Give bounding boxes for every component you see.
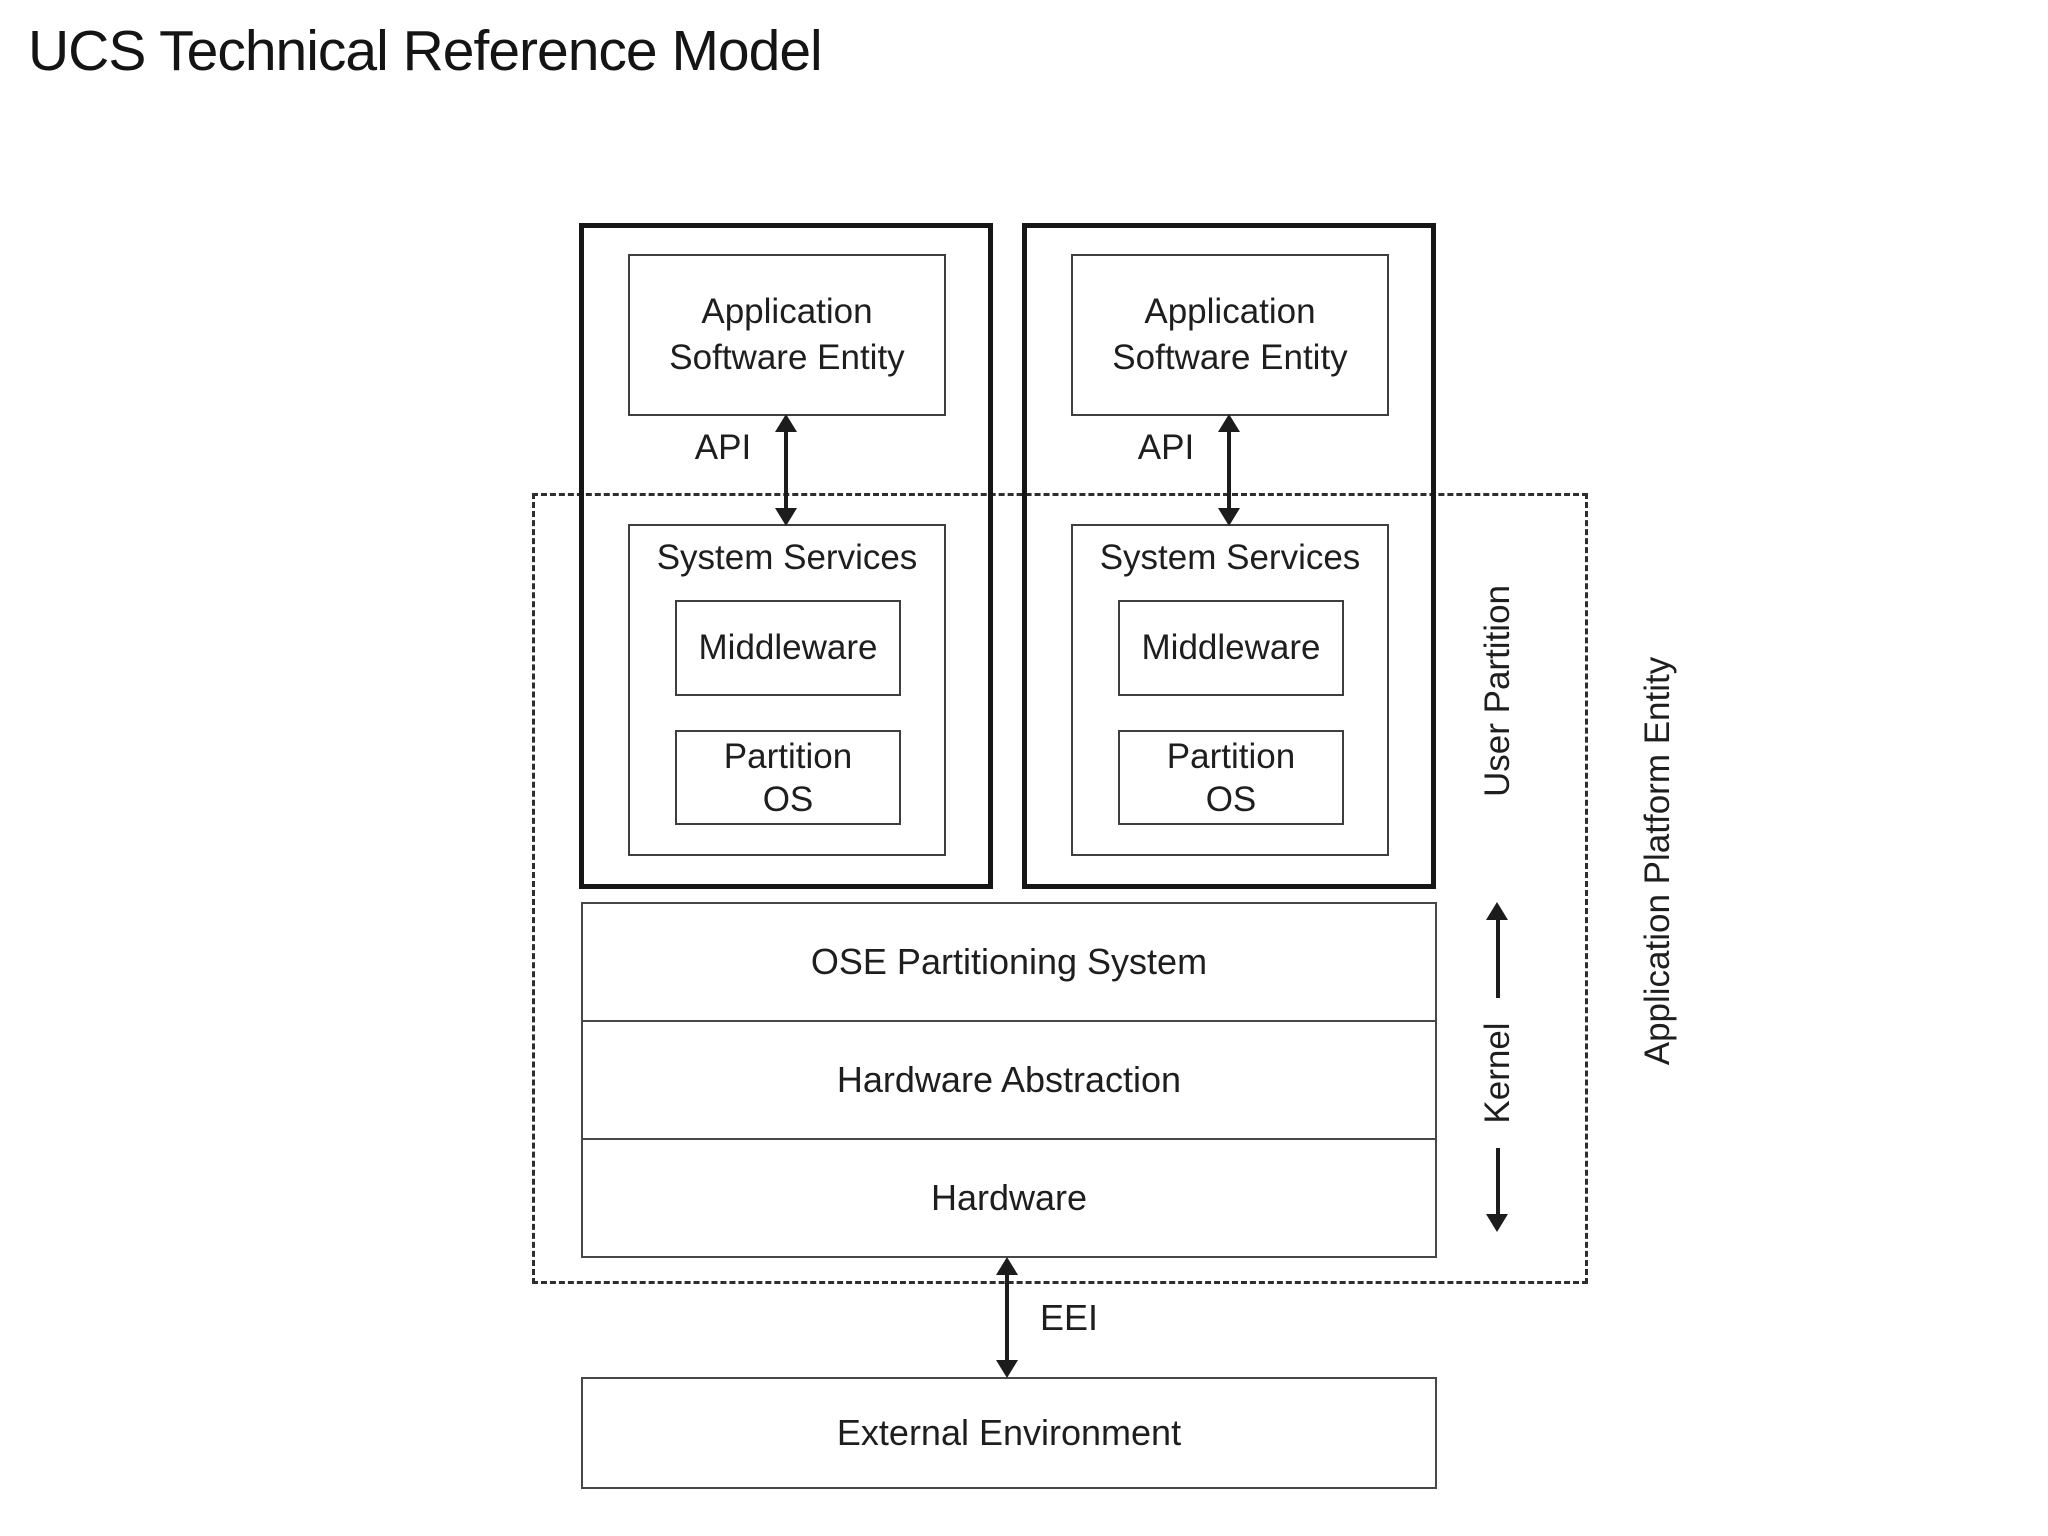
hardware-row: Hardware — [930, 1177, 1088, 1218]
arrowhead-up-icon — [1218, 414, 1240, 432]
external-environment-label: External Environment — [836, 1412, 1182, 1453]
arrowhead-down-icon — [775, 508, 797, 526]
user-partition-column-1: Application Software Entity API System S… — [579, 223, 993, 889]
application-software-entity-box: Application Software Entity — [1071, 254, 1389, 416]
eei-arrow-icon — [995, 1257, 1019, 1378]
middleware-label: Middleware — [1141, 628, 1321, 667]
ose-partitioning-system-row: OSE Partitioning System — [583, 904, 1435, 1022]
arrowhead-up-icon — [775, 414, 797, 432]
kernel-arrowhead-down-icon — [1485, 1214, 1509, 1232]
external-environment-box: External Environment — [581, 1377, 1437, 1489]
application-platform-entity-label: Application Platform Entity — [1638, 656, 1677, 1066]
system-services-box: System Services Middleware Partition OS — [1071, 524, 1389, 856]
system-services-label: System Services — [1099, 538, 1361, 577]
partition-os-box: Partition OS — [675, 730, 901, 825]
partition-os-box: Partition OS — [1118, 730, 1344, 825]
application-software-entity-label: Application Software Entity — [669, 292, 905, 377]
arrow-line — [1005, 1272, 1009, 1363]
partition-os-label: Partition OS — [723, 736, 853, 819]
application-software-entity-box: Application Software Entity — [628, 254, 946, 416]
arrowhead-down-icon — [1218, 508, 1240, 526]
api-label: API — [694, 428, 752, 467]
kernel-label: Kernel — [1478, 1022, 1517, 1124]
middleware-box: Middleware — [1118, 600, 1344, 696]
api-label: API — [1137, 428, 1195, 467]
kernel-stack: OSE Partitioning System Hardware Abstrac… — [581, 902, 1437, 1258]
middleware-box: Middleware — [675, 600, 901, 696]
application-software-entity-label: Application Software Entity — [1112, 292, 1348, 377]
application-platform-entity-boundary — [532, 493, 1588, 1284]
user-partition-label: User Partition — [1478, 584, 1517, 798]
api-arrow-icon — [774, 414, 798, 526]
arrowhead-down-icon — [996, 1360, 1018, 1378]
kernel-arrow-line-top — [1496, 918, 1500, 998]
kernel-arrowhead-up-icon — [1485, 902, 1509, 920]
hardware-abstraction-row: Hardware Abstraction — [583, 1022, 1435, 1140]
arrow-line — [1227, 429, 1231, 511]
arrowhead-up-icon — [996, 1257, 1018, 1275]
user-partition-column-2: Application Software Entity API System S… — [1022, 223, 1436, 889]
system-services-box: System Services Middleware Partition OS — [628, 524, 946, 856]
middleware-label: Middleware — [698, 628, 878, 667]
page-title: UCS Technical Reference Model — [28, 19, 823, 83]
eei-label: EEI — [1040, 1297, 1099, 1338]
arrow-line — [784, 429, 788, 511]
partition-os-label: Partition OS — [1166, 736, 1296, 819]
api-arrow-icon — [1217, 414, 1241, 526]
kernel-arrow-line-bottom — [1496, 1148, 1500, 1214]
system-services-label: System Services — [656, 538, 918, 577]
